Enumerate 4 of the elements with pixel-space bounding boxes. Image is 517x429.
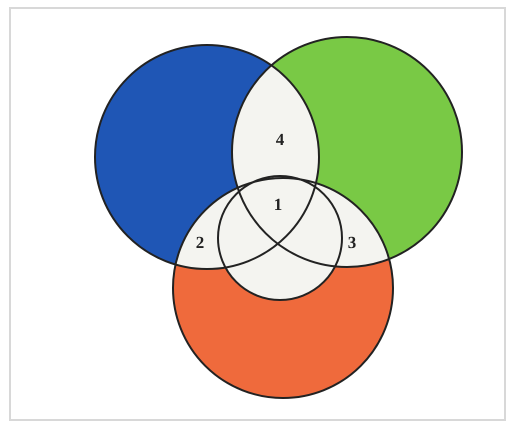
region-number: 4 xyxy=(276,130,284,150)
region-number: 3 xyxy=(348,233,356,253)
region-number: 2 xyxy=(196,233,204,253)
region-number: 1 xyxy=(274,195,282,215)
